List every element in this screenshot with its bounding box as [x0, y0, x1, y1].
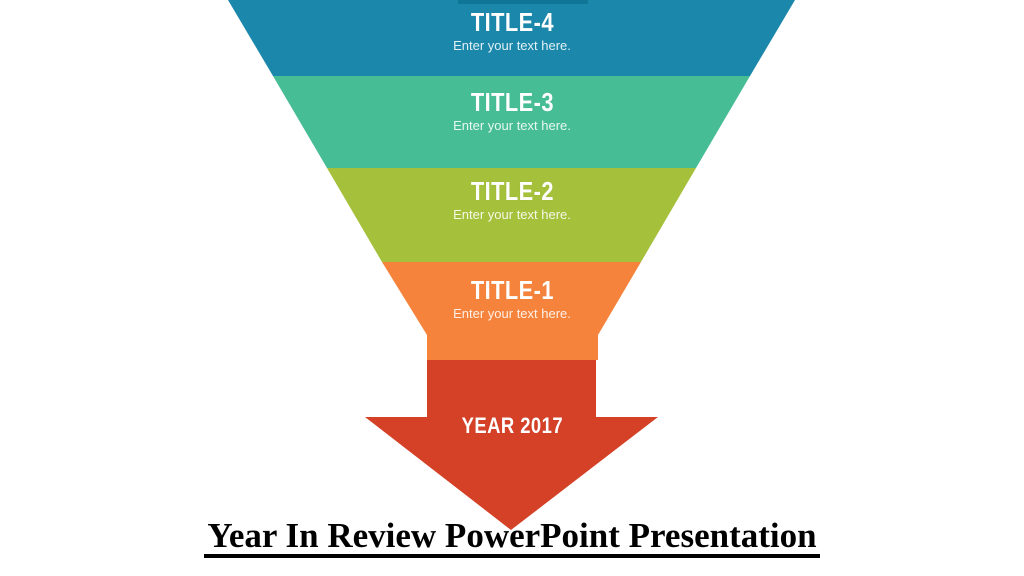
down-arrow-shape	[365, 360, 658, 530]
slide-caption: Year In Review PowerPoint Presentation	[0, 517, 1024, 558]
funnel-top-strip	[458, 0, 588, 4]
slide-caption-text: Year In Review PowerPoint Presentation	[204, 517, 820, 558]
funnel-level-4-shape	[228, 0, 795, 76]
funnel-level-3-shape	[273, 76, 750, 168]
funnel-level-2-shape	[327, 168, 696, 262]
funnel-level-1-shape	[382, 262, 641, 360]
